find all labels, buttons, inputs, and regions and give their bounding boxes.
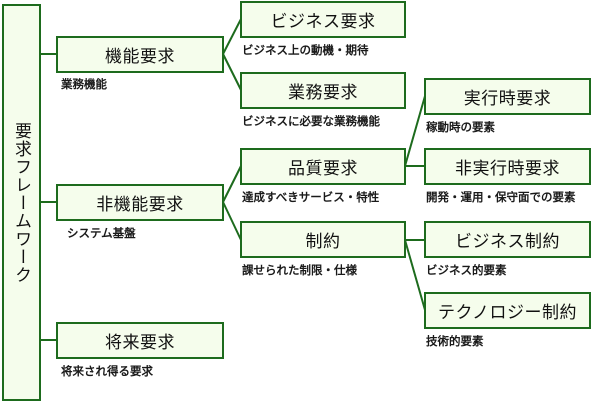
nonruntime-requirements-label: 非実行時要求 [455,159,560,179]
quality-requirements-label: 品質要求 [288,159,358,179]
business-constraints-desc: ビジネス的要素 [426,263,507,277]
operational-requirements-desc: ビジネスに必要な業務機能 [242,114,380,128]
root-node: 要求フレームワーク [2,4,41,401]
constraints-node: 制約 [240,221,406,258]
functional-requirements-node: 機能要求 [56,36,224,73]
business-requirements-node: ビジネス要求 [240,1,406,38]
nonfunctional-requirements-node: 非機能要求 [56,184,224,221]
connector-functional-operational [222,53,242,91]
functional-requirements-desc: 業務機能 [61,77,107,91]
constraints-label: 制約 [305,232,341,252]
business-requirements-desc: ビジネス上の動機・期待 [242,43,369,57]
future-requirements-node: 将来要求 [56,322,224,359]
functional-requirements-label: 機能要求 [105,47,175,67]
connector-nonfunctional-constraint [222,201,242,241]
quality-requirements-desc: 達成すべきサービス・特性 [242,190,380,204]
business-requirements-label: ビジネス要求 [270,12,376,32]
runtime-requirements-label: 実行時要求 [463,89,552,109]
nonfunctional-requirements-label: 非機能要求 [96,195,184,215]
operational-requirements-label: 業務要求 [288,83,358,103]
nonfunctional-requirements-desc: システム基盤 [67,226,136,240]
runtime-requirements-node: 実行時要求 [424,78,591,115]
nonruntime-requirements-node: 非実行時要求 [424,148,591,185]
technology-constraints-desc: 技術的要素 [426,334,484,348]
connector-nonfunctional-quality [222,165,242,203]
technology-constraints-label: テクノロジー制約 [438,303,577,323]
operational-requirements-node: 業務要求 [240,72,406,109]
connector-functional-business [222,18,242,55]
technology-constraints-node: テクノロジー制約 [424,292,591,329]
runtime-requirements-desc: 稼動時の要素 [426,120,495,134]
future-requirements-desc: 将来され得る要求 [61,364,153,378]
future-requirements-label: 将来要求 [105,333,175,353]
connector-constraint-technology [404,239,426,311]
root-label: 要求フレームワーク [11,121,31,284]
connector-quality-runtime [404,95,426,167]
business-constraints-node: ビジネス制約 [424,221,591,258]
quality-requirements-node: 品質要求 [240,148,406,185]
nonruntime-requirements-desc: 開発・運用・保守面での要素 [426,190,576,204]
business-constraints-label: ビジネス制約 [455,232,560,252]
constraints-desc: 課せられた制限・仕様 [242,263,357,277]
